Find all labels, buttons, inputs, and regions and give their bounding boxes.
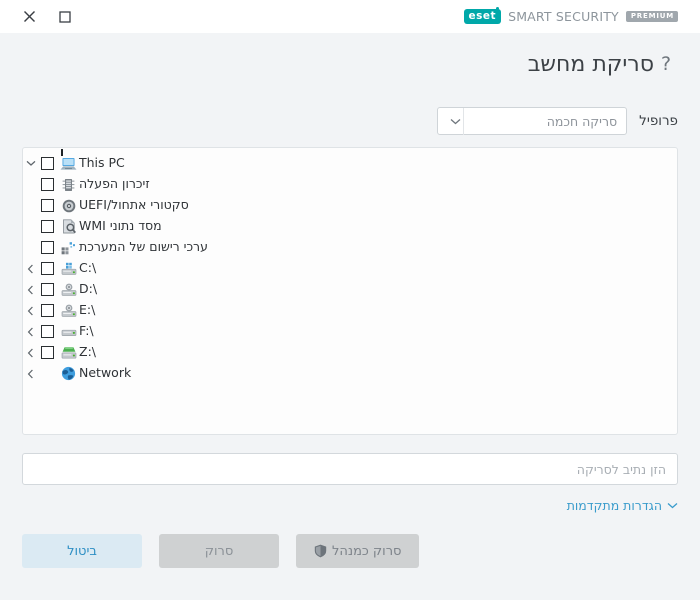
advanced-settings-link[interactable]: הגדרות מתקדמות [567,498,678,513]
tree-row-label: מסד נתוני WMI [79,218,162,234]
tree-row[interactable]: E:\ [23,300,677,321]
chevron-down-icon [447,118,463,125]
chevron-left-icon[interactable] [23,306,38,316]
tree-row[interactable]: F:\ [23,321,677,342]
advanced-settings-row: הגדרות מתקדמות [22,495,678,515]
drive-c-icon [60,261,77,276]
tree-row[interactable]: C:\ [23,258,677,279]
product-name: SMART SECURITY [508,9,619,24]
scan-as-admin-label: סרוק כמנהל [332,543,402,559]
text-caret [61,149,63,156]
tree-checkbox[interactable] [41,157,54,170]
scan-path-field-wrapper[interactable] [22,453,678,485]
tree-row-label: This PC [79,155,125,171]
tree-row[interactable]: D:\ [23,279,677,300]
scan-button[interactable]: סרוק [159,534,279,568]
window-titlebar: eset SMART SECURITY PREMIUM [0,0,700,33]
advanced-settings-label: הגדרות מתקדמות [566,497,662,513]
premium-badge: PREMIUM [625,11,678,22]
profile-selected-value: סריקה חכמה [546,113,618,129]
tree-row-label: D:\ [79,281,98,297]
tree-row[interactable]: זיכרון הפעלה [23,174,677,195]
eset-brand-lockup: eset SMART SECURITY PREMIUM [463,7,678,24]
chevron-left-icon[interactable] [23,348,38,358]
wmi-icon [60,219,77,234]
tree-row[interactable]: מסד נתוני WMI [23,216,677,237]
close-button[interactable] [18,6,40,28]
network-drive-icon [60,345,77,360]
cancel-button[interactable]: ביטול [22,534,142,568]
chevron-down-icon[interactable] [23,160,38,167]
tree-checkbox[interactable] [41,283,54,296]
chevron-left-icon[interactable] [23,285,38,295]
tree-checkbox[interactable] [41,346,54,359]
tree-checkbox[interactable] [41,325,54,338]
tree-row[interactable]: סקטורי אתחול/UEFI [23,195,677,216]
tree-checkbox[interactable] [41,178,54,191]
tree-row[interactable]: This PC [23,153,677,174]
select-divider [463,107,465,135]
tree-row[interactable]: ערכי רישום של המערכת [23,237,677,258]
tree-row-label: F:\ [79,323,94,339]
page-title: סריקת מחשב [527,51,654,77]
optical-icon [60,303,77,318]
tree-row-label: E:\ [79,302,96,318]
profile-row: פרופיל סריקה חכמה [22,95,678,147]
tree-row[interactable]: Z:\ [23,342,677,363]
scan-as-admin-button[interactable]: סרוק כמנהל [296,534,420,568]
maximize-icon [59,10,71,23]
chevron-left-icon[interactable] [23,369,38,379]
tree-row-label: Network [79,365,132,381]
memory-icon [60,177,77,192]
chevron-left-icon[interactable] [23,327,38,337]
tree-checkbox[interactable] [41,262,54,275]
tree-checkbox[interactable] [41,304,54,317]
optical-icon [60,282,77,297]
close-icon [23,11,35,22]
tree-row-list: This PC זיכרון הפעלה סקטורי אתחול/UEFI מסד … [23,153,677,384]
scan-path-input[interactable] [34,461,666,477]
globe-icon [60,366,77,381]
drive-icon [60,324,77,339]
tree-checkbox[interactable] [41,220,54,233]
shield-icon [314,544,327,558]
tree-row-label: ערכי רישום של המערכת [79,239,208,255]
window-controls [18,6,76,28]
tree-checkbox[interactable] [41,241,54,254]
profile-select[interactable]: סריקה חכמה [437,107,628,135]
main-content: פרופיל סריקה חכמה This PC זיכרון הפעלה סקט… [0,95,700,515]
tree-checkbox[interactable] [41,199,54,212]
scan-targets-tree[interactable]: This PC זיכרון הפעלה סקטורי אתחול/UEFI מסד … [22,147,678,435]
page-header: ? סריקת מחשב [0,33,700,95]
maximize-button[interactable] [54,6,76,28]
chevron-left-icon[interactable] [23,264,38,274]
tree-row-label: Z:\ [79,344,96,360]
tree-row-label: C:\ [79,260,97,276]
eset-logo-mark: eset [463,7,502,24]
dialog-footer: ביטול סרוק סרוק כמנהל [0,534,700,568]
tree-row-label: סקטורי אתחול/UEFI [79,197,189,213]
help-button[interactable]: ? [654,53,678,75]
tree-row[interactable]: Network [23,363,677,384]
chevron-down-icon [667,502,678,509]
profile-label: פרופיל [639,113,678,129]
registry-icon [60,240,77,255]
disc-icon [60,198,77,213]
tree-row-label: זיכרון הפעלה [79,176,150,192]
computer-icon [60,156,77,171]
